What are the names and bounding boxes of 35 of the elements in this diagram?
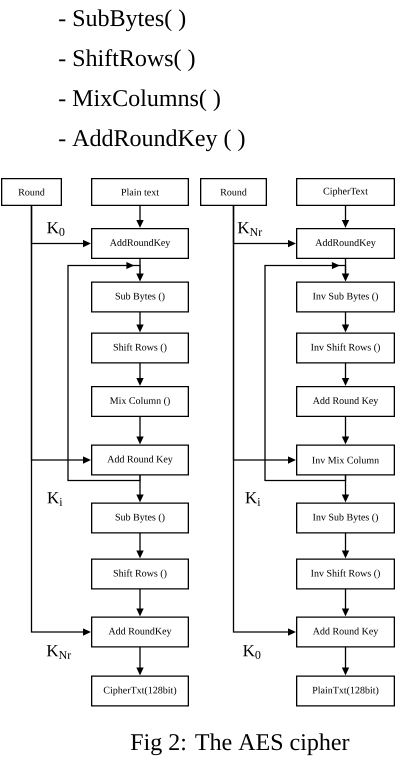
- figure-caption: Fig 2: The AES cipher: [130, 733, 350, 756]
- edge-label: K$_{Nr}$: [45, 644, 73, 660]
- feedback-arrow: [67, 262, 144, 482]
- list-item: - MixColumns( ): [59, 89, 220, 112]
- process-box: AddRoundKey: [296, 228, 395, 259]
- process-box: Add RoundKey: [91, 616, 189, 648]
- list-item: - ShiftRows( ): [59, 49, 194, 72]
- edge-label: K$_{i}$: [244, 491, 262, 507]
- process-box: CipherTxt(128bit): [91, 676, 189, 706]
- process-box: Sub Bytes (): [91, 282, 189, 312]
- process-box: Inv Mix Column: [296, 444, 395, 476]
- process-box: Round: [1, 178, 62, 206]
- process-box: AddRoundKey: [91, 228, 189, 259]
- process-box: Plain text: [91, 178, 189, 206]
- list-item: - SubBytes( ): [59, 9, 186, 32]
- process-box: Inv Shift Rows (): [296, 332, 395, 364]
- process-box: Shift Rows (): [91, 332, 189, 364]
- edge-label: K$_{i}$: [46, 491, 64, 507]
- process-box: Round: [200, 178, 267, 206]
- edge-label: K$_{0}$: [242, 644, 262, 660]
- process-box: Add Round Key: [296, 616, 395, 648]
- process-box: Mix Column (): [91, 386, 189, 417]
- edge-label: K$_{Nr}$: [236, 221, 264, 237]
- process-box: Sub Bytes (): [91, 502, 189, 534]
- process-box: Inv Sub Bytes (): [296, 502, 395, 534]
- process-box: PlainTxt(128bit): [296, 676, 395, 706]
- edge-label: K$_{0}$: [46, 221, 66, 237]
- process-box: Add Round Key: [91, 444, 189, 476]
- process-box: CipherText: [296, 178, 395, 206]
- process-box: Inv Sub Bytes (): [296, 282, 395, 312]
- process-box: Shift Rows (): [91, 558, 189, 590]
- feedback-arrow: [264, 262, 350, 482]
- process-box: Add Round Key: [296, 386, 395, 417]
- process-box: Inv Shift Rows (): [296, 558, 395, 590]
- list-item: - AddRoundKey ( ): [59, 129, 244, 152]
